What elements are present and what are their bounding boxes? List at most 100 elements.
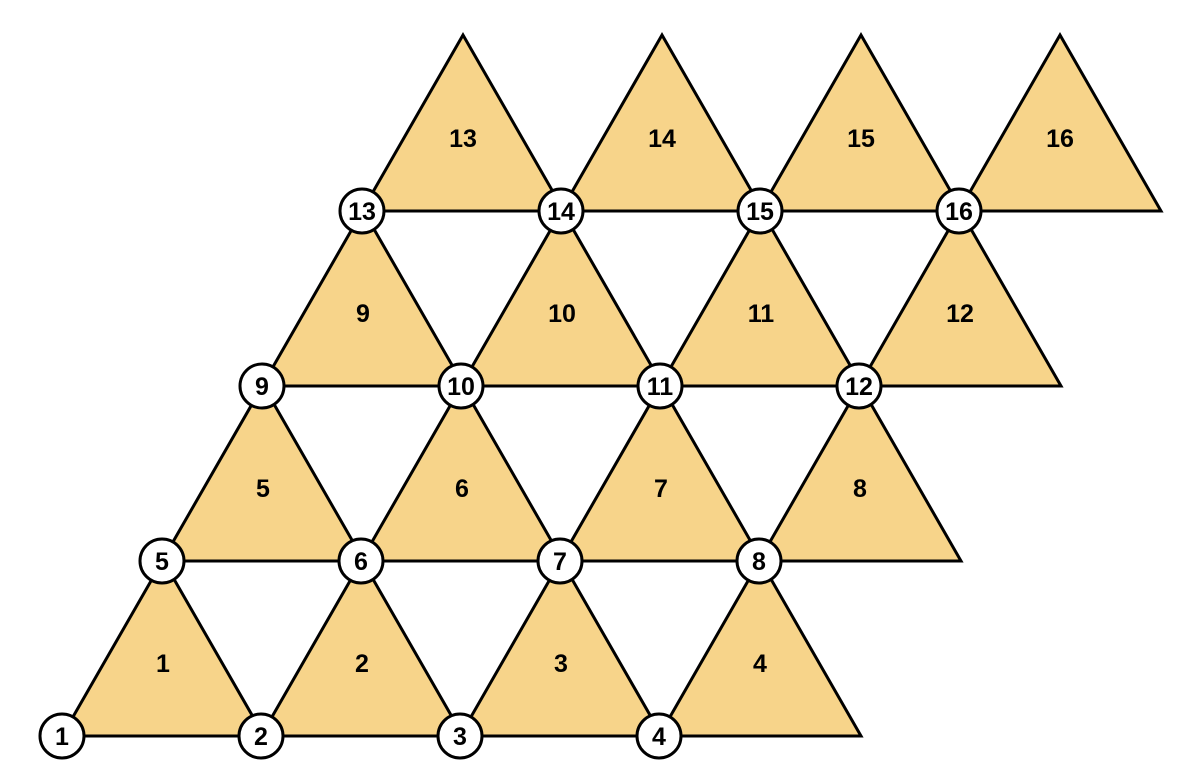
node-10: 10 [437, 362, 485, 410]
triangle-13: 13 [359, 31, 567, 213]
triangle-label: 13 [449, 125, 477, 153]
node-circle [736, 187, 784, 235]
node-circle [237, 712, 285, 760]
triangle-label: 11 [748, 300, 775, 328]
node-15: 15 [736, 187, 784, 235]
triangle-4: 4 [656, 556, 864, 738]
triangle-shape [856, 206, 1064, 388]
node-label: 5 [155, 548, 169, 576]
triangle-15: 15 [757, 31, 965, 213]
triangle-label: 7 [654, 475, 668, 503]
node-label: 4 [652, 723, 666, 751]
node-circle [436, 712, 484, 760]
node-13: 13 [338, 187, 386, 235]
node-circle [437, 362, 485, 410]
node-12: 12 [835, 362, 883, 410]
node-label: 1 [55, 723, 69, 751]
node-circle [635, 712, 683, 760]
triangle-shape [558, 31, 766, 213]
node-14: 14 [537, 187, 585, 235]
node-label: 3 [453, 723, 467, 751]
triangle-5: 5 [159, 381, 367, 563]
triangle-11: 11 [657, 206, 865, 388]
node-circle [337, 537, 385, 585]
node-label: 13 [348, 198, 376, 226]
node-11: 11 [636, 362, 684, 410]
triangle-10: 10 [458, 206, 666, 388]
triangle-shape [159, 381, 367, 563]
triangle-16: 16 [956, 31, 1164, 213]
triangle-6: 6 [358, 381, 566, 563]
node-label: 12 [845, 373, 873, 401]
triangle-1: 1 [59, 556, 267, 738]
triangle-shape [358, 381, 566, 563]
triangle-8: 8 [756, 381, 964, 563]
triangle-shape [757, 31, 965, 213]
node-label: 10 [447, 373, 475, 401]
triangle-shape [458, 206, 666, 388]
node-2: 2 [237, 712, 285, 760]
node-label: 6 [354, 548, 368, 576]
triangle-shape [59, 556, 267, 738]
node-circle [536, 537, 584, 585]
triangle-shape [557, 381, 765, 563]
node-label: 14 [547, 198, 575, 226]
node-9: 9 [238, 362, 286, 410]
triangle-9: 9 [259, 206, 467, 388]
node-3: 3 [436, 712, 484, 760]
node-label: 7 [553, 548, 567, 576]
node-circle [138, 537, 186, 585]
node-circle [835, 362, 883, 410]
triangle-label: 5 [256, 475, 270, 503]
triangle-2: 2 [258, 556, 466, 738]
node-circle [636, 362, 684, 410]
node-5: 5 [138, 537, 186, 585]
node-16: 16 [935, 187, 983, 235]
triangle-label: 16 [1046, 125, 1074, 153]
triangle-label: 15 [847, 125, 875, 153]
triangle-label: 2 [355, 650, 369, 678]
node-circle [38, 712, 86, 760]
triangle-shape [656, 556, 864, 738]
node-label: 11 [647, 373, 674, 401]
node-label: 2 [254, 723, 268, 751]
node-8: 8 [735, 537, 783, 585]
node-4: 4 [635, 712, 683, 760]
node-circle [735, 537, 783, 585]
node-circle [935, 187, 983, 235]
triangle-shape [258, 556, 466, 738]
node-label: 16 [945, 198, 973, 226]
node-label: 9 [255, 373, 269, 401]
triangle-label: 12 [946, 300, 974, 328]
triangle-label: 6 [455, 475, 469, 503]
triangle-7: 7 [557, 381, 765, 563]
triangle-3: 3 [457, 556, 665, 738]
node-circle [537, 187, 585, 235]
triangle-label: 9 [356, 300, 370, 328]
triangle-label: 10 [548, 300, 576, 328]
triangle-shape [956, 31, 1164, 213]
triangle-shape [259, 206, 467, 388]
node-label: 8 [752, 548, 766, 576]
node-6: 6 [337, 537, 385, 585]
triangle-label: 8 [853, 475, 867, 503]
triangle-14: 14 [558, 31, 766, 213]
triangle-label: 14 [648, 125, 676, 153]
triangle-shape [657, 206, 865, 388]
triangle-12: 12 [856, 206, 1064, 388]
node-1: 1 [38, 712, 86, 760]
node-circle [338, 187, 386, 235]
node-label: 15 [746, 198, 774, 226]
triangle-label: 1 [156, 650, 170, 678]
node-circle [238, 362, 286, 410]
triangle-label: 4 [753, 650, 767, 678]
triangle-shape [359, 31, 567, 213]
triangle-label: 3 [554, 650, 568, 678]
triangle-shape [756, 381, 964, 563]
triangle-shape [457, 556, 665, 738]
node-7: 7 [536, 537, 584, 585]
